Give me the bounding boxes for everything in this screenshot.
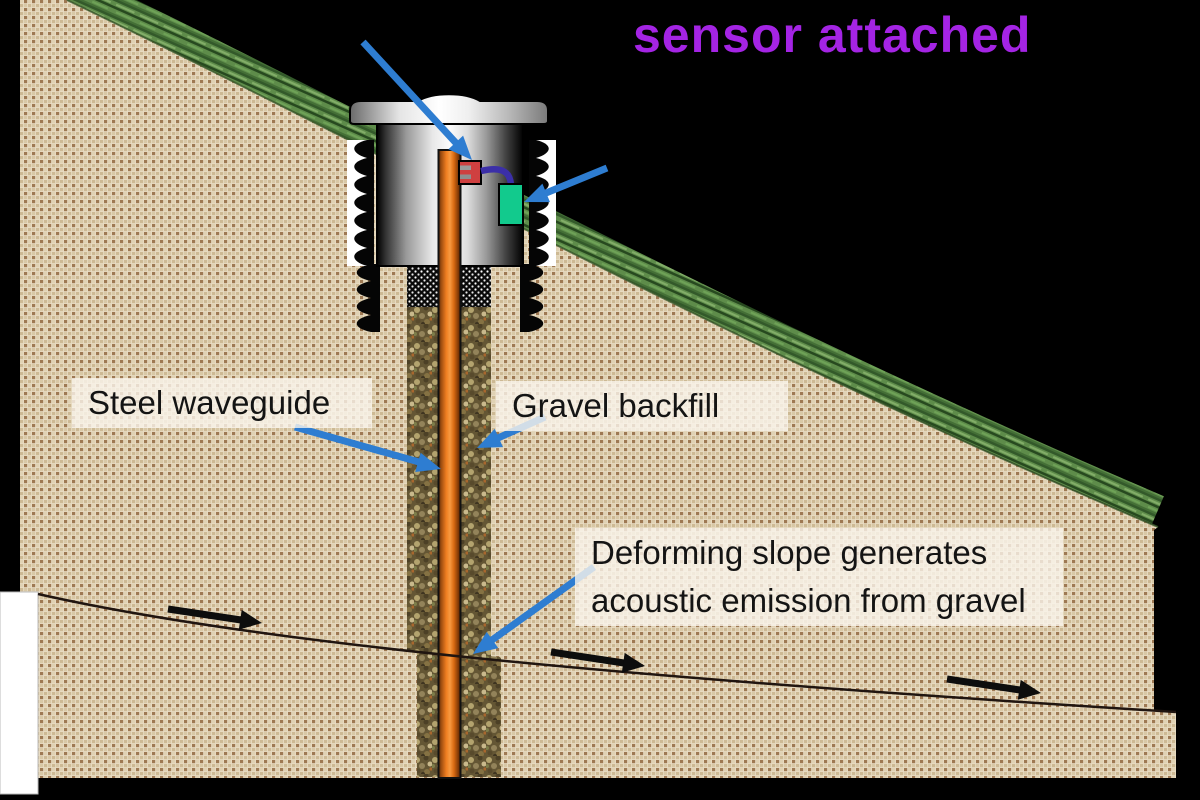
- label-steel-waveguide: Steel waveguide: [72, 378, 372, 428]
- cap-thread-scallops-right: [529, 140, 549, 266]
- threaded-leg-right: [520, 264, 544, 332]
- page-title: sensor attached: [633, 7, 1032, 63]
- arrow-gravel-label-head: [477, 428, 503, 448]
- arrow-deforming-label-head: [473, 631, 499, 654]
- arrow-to-clamp-head: [448, 135, 472, 160]
- slip-surface-line: [37, 592, 1177, 714]
- transducer-clamp: [458, 160, 482, 185]
- cap-lid: [349, 93, 549, 125]
- arrow-to-sensor-head: [524, 183, 550, 203]
- slope-movement-arrows: [167, 605, 1041, 700]
- arrow-waveguide-label-shaft: [294, 423, 420, 466]
- sensor-box: [498, 183, 524, 226]
- slope-surface-edge-line: [66, 0, 1159, 528]
- threaded-leg-left: [356, 264, 380, 332]
- label-gravel-backfill: Gravel backfill: [496, 381, 788, 431]
- movement-arrow-shaft: [946, 675, 1021, 694]
- movement-arrow-head: [1017, 679, 1041, 700]
- movement-arrow-shaft: [550, 648, 625, 667]
- arrow-to-clamp-shaft: [360, 39, 459, 146]
- cap-thread-scallops-left: [354, 140, 374, 266]
- sensor-cable: [480, 166, 515, 186]
- movement-arrow-shaft: [167, 605, 242, 624]
- arrow-to-sensor-shaft: [544, 164, 609, 197]
- arrow-waveguide-label-head: [415, 452, 441, 472]
- clamp-rib: [460, 165, 471, 170]
- steel-waveguide-rod: [437, 149, 462, 779]
- movement-arrow-head: [238, 609, 262, 630]
- left-margin-white-block: [0, 591, 39, 795]
- clamp-rib: [460, 174, 471, 179]
- movement-arrow-head: [621, 652, 645, 673]
- label-deforming-slope: Deforming slope generates acoustic emiss…: [575, 528, 1063, 626]
